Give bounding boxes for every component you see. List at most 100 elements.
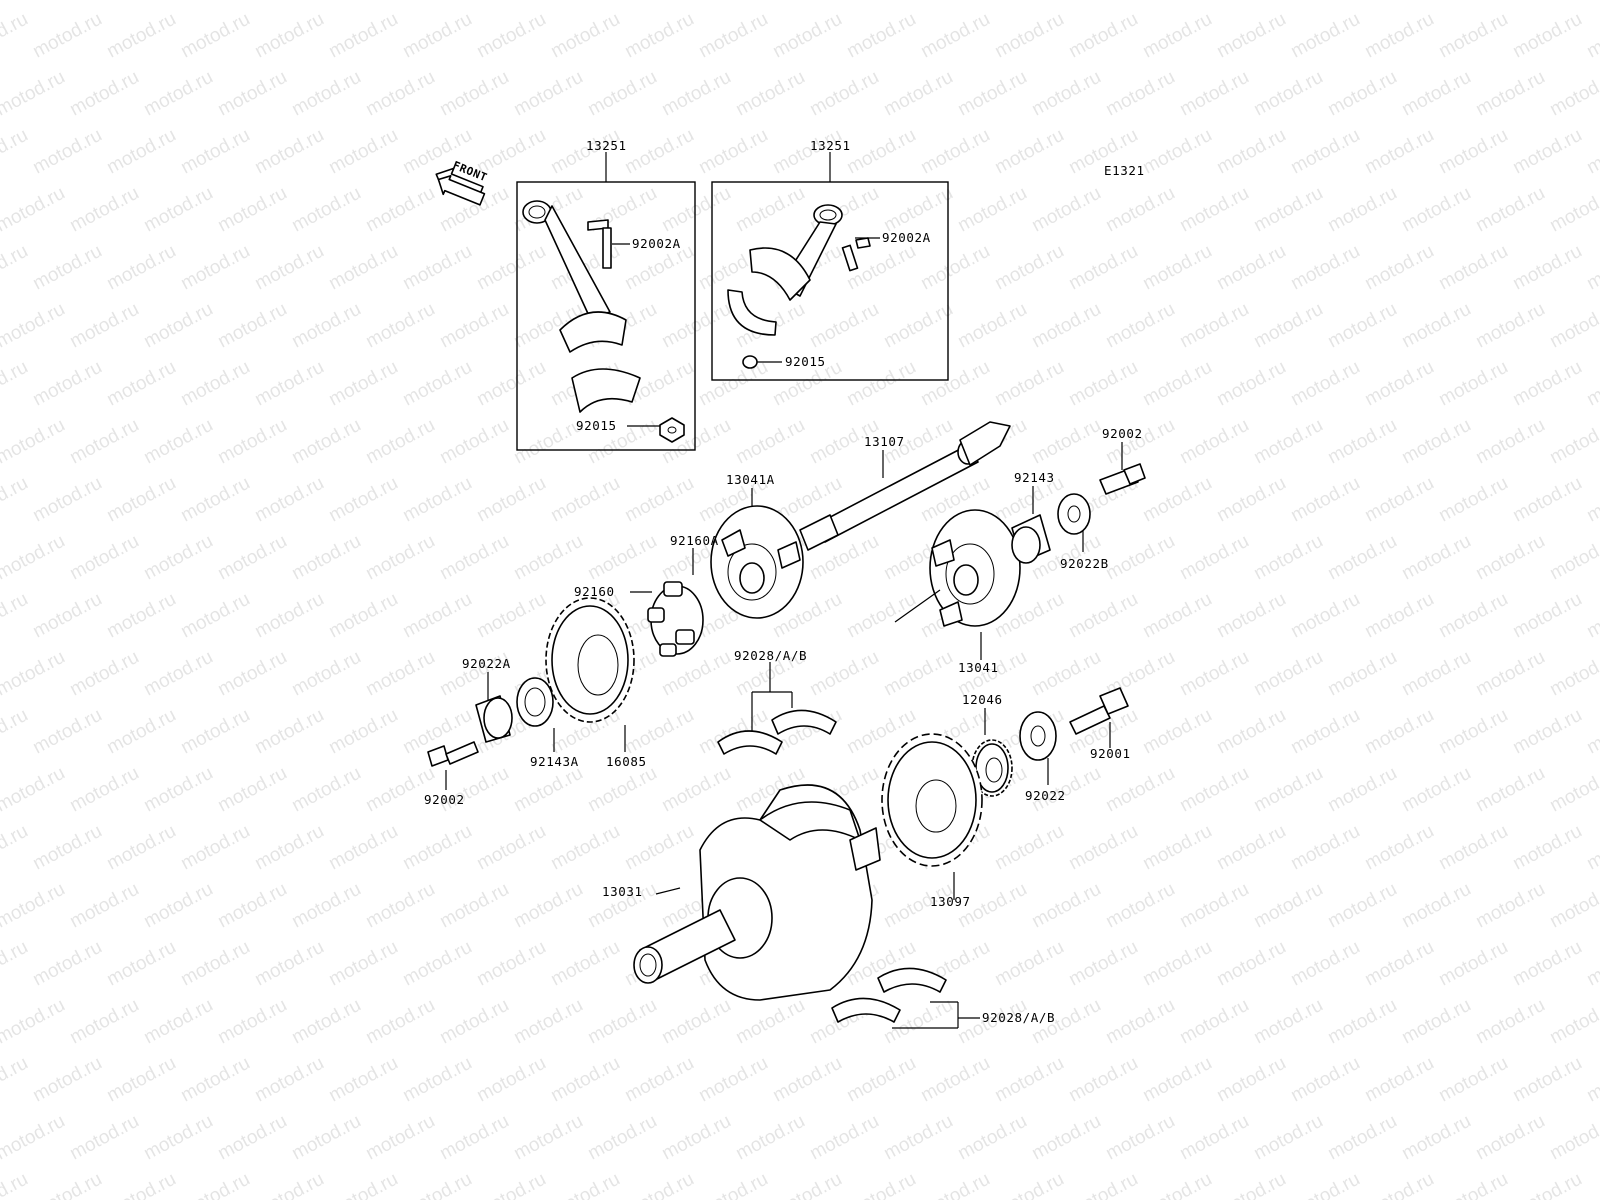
watermark-text: motod.ru (177, 1169, 253, 1200)
watermark-text: motod.ru (29, 9, 105, 63)
watermark-text: motod.ru (510, 879, 586, 933)
watermark-text: motod.ru (769, 9, 845, 63)
watermark-text: motod.ru (732, 1111, 808, 1165)
watermark-text: motod.ru (991, 9, 1067, 63)
watermark-text: motod.ru (473, 1169, 549, 1200)
watermark-text: motod.ru (991, 1053, 1067, 1107)
watermark-text: motod.ru (66, 763, 142, 817)
watermark-text: motod.ru (621, 9, 697, 63)
watermark-text: motod.ru (695, 125, 771, 179)
watermark-text: motod.ru (399, 589, 475, 643)
watermark-text: motod.ru (29, 357, 105, 411)
watermark-text: motod.ru (140, 183, 216, 237)
gear-12046 (971, 739, 1013, 797)
washer-92022 (1019, 711, 1057, 761)
watermark-text: motod.ru (251, 473, 327, 527)
watermark-text: motod.ru (362, 183, 438, 237)
watermark-text: motod.ru (1065, 589, 1141, 643)
watermark-text: motod.ru (547, 1053, 623, 1107)
label-92015-right: 92015 (785, 354, 826, 369)
watermark-text: motod.ru (473, 821, 549, 875)
watermark-text: motod.ru (1583, 357, 1600, 411)
bearing-shells-bottom (831, 967, 947, 1023)
watermark-text: motod.ru (584, 0, 660, 4)
watermark-text: motod.ru (251, 1053, 327, 1107)
label-12046: 12046 (962, 692, 1003, 707)
label-92002-top: 92002 (1102, 426, 1143, 441)
watermark-text: motod.ru (288, 415, 364, 469)
watermark-text: motod.ru (1435, 1053, 1511, 1107)
label-92028-top: 92028/A/B (734, 648, 807, 663)
watermark-text: motod.ru (214, 647, 290, 701)
watermark-text: motod.ru (1583, 1169, 1600, 1200)
watermark-text: motod.ru (1509, 241, 1585, 295)
label-92022B: 92022B (1060, 556, 1109, 571)
watermark-text: motod.ru (732, 0, 808, 4)
watermark-text: motod.ru (954, 299, 1030, 353)
watermark-text: motod.ru (1398, 299, 1474, 353)
watermark-text: motod.ru (177, 473, 253, 527)
watermark-text: motod.ru (1509, 937, 1585, 991)
bolt-92002-top (1099, 463, 1146, 495)
watermark-text: motod.ru (1287, 937, 1363, 991)
watermark-text: motod.ru (473, 357, 549, 411)
watermark-text: motod.ru (510, 1111, 586, 1165)
watermark-text: motod.ru (1139, 821, 1215, 875)
watermark-text: motod.ru (1546, 1111, 1600, 1165)
watermark-text: motod.ru (1546, 763, 1600, 817)
watermark-text: motod.ru (1472, 299, 1548, 353)
watermark-text: motod.ru (1213, 705, 1289, 759)
washer-92022B (1057, 493, 1091, 535)
watermark-text: motod.ru (1213, 1053, 1289, 1107)
watermark-text: motod.ru (288, 0, 364, 4)
watermark-text: motod.ru (1546, 183, 1600, 237)
watermark-text: motod.ru (1583, 937, 1600, 991)
watermark-text: motod.ru (806, 67, 882, 121)
watermark-text: motod.ru (0, 647, 69, 701)
watermark-text: motod.ru (880, 183, 956, 237)
watermark-text: motod.ru (769, 1053, 845, 1107)
watermark-text: motod.ru (1139, 705, 1215, 759)
watermark-text: motod.ru (1287, 705, 1363, 759)
watermark-text: motod.ru (769, 1169, 845, 1200)
watermark-text: motod.ru (1583, 705, 1600, 759)
watermark-text: motod.ru (732, 183, 808, 237)
watermark-text: motod.ru (1509, 125, 1585, 179)
watermark-text: motod.ru (621, 705, 697, 759)
watermark-text: motod.ru (1324, 1111, 1400, 1165)
watermark-text: motod.ru (0, 357, 32, 411)
watermark-text: motod.ru (1583, 1053, 1600, 1107)
watermark-text: motod.ru (103, 9, 179, 63)
watermark-text: motod.ru (362, 67, 438, 121)
watermark-text: motod.ru (732, 415, 808, 469)
watermark-text: motod.ru (1287, 821, 1363, 875)
watermark-text: motod.ru (1546, 67, 1600, 121)
watermark-text: motod.ru (251, 705, 327, 759)
watermark-text: motod.ru (1287, 241, 1363, 295)
bolt-92001 (1069, 687, 1129, 735)
bearing-shells-top (717, 709, 837, 755)
watermark-text: motod.ru (1435, 705, 1511, 759)
watermark-text: motod.ru (991, 241, 1067, 295)
watermark-text: motod.ru (658, 183, 734, 237)
watermark-text: motod.ru (1065, 9, 1141, 63)
watermark-text: motod.ru (325, 1053, 401, 1107)
watermark-text: motod.ru (177, 9, 253, 63)
watermark-text: motod.ru (1250, 531, 1326, 585)
watermark-text: motod.ru (1102, 183, 1178, 237)
watermark-text: motod.ru (695, 1169, 771, 1200)
watermark-text: motod.ru (1324, 879, 1400, 933)
watermark-text: motod.ru (436, 531, 512, 585)
watermark-text: motod.ru (954, 183, 1030, 237)
watermark-text: motod.ru (1213, 9, 1289, 63)
watermark-text: motod.ru (1028, 67, 1104, 121)
watermark-text: motod.ru (584, 531, 660, 585)
watermark-text: motod.ru (584, 1111, 660, 1165)
watermark-text: motod.ru (1102, 879, 1178, 933)
watermark-text: motod.ru (806, 0, 882, 4)
watermark-text: motod.ru (880, 299, 956, 353)
watermark-text: motod.ru (1176, 531, 1252, 585)
connecting-rod-right (727, 204, 843, 336)
watermark-text: motod.ru (66, 879, 142, 933)
conrod-bolt-left (587, 219, 612, 269)
